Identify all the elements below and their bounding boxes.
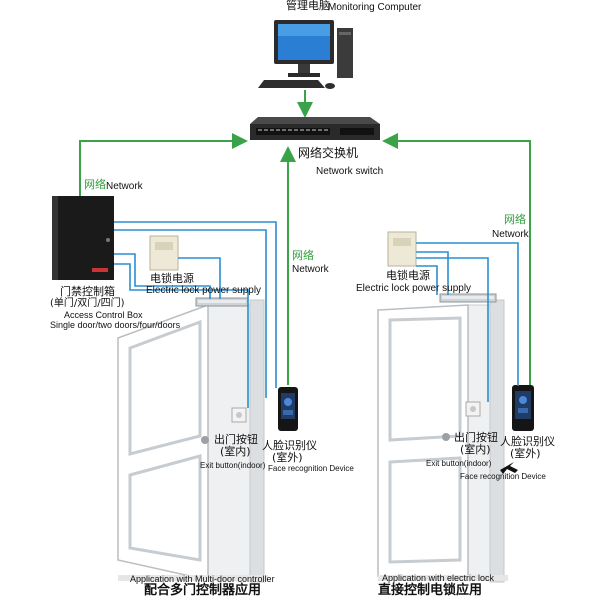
left-face-device-label: 人脸识别仪: [262, 439, 317, 452]
right-exit-button-label-en: Exit button(indoor): [426, 459, 492, 468]
network-label-right-en: Network: [492, 229, 529, 240]
left-power-supply-icon: [149, 235, 179, 271]
network-switch-label-en: Network switch: [316, 166, 384, 177]
right-face-recognition-icon: [512, 385, 534, 431]
right-caption-en: Application with electric lock: [382, 573, 495, 583]
monitoring-computer-icon: [258, 20, 353, 89]
left-exit-button-label: 出门按钮: [214, 433, 258, 446]
monitoring-computer-label: 管理电脑: [286, 0, 330, 12]
right-exit-button-icon: [465, 401, 481, 417]
left-door-frame: [117, 299, 268, 583]
left-exit-button-icon: [231, 407, 247, 423]
right-power-supply-label-en: Electric lock power supply: [356, 283, 472, 294]
right-power-supply-icon: [387, 231, 417, 267]
left-caption-en: Application with Multi-door controller: [130, 574, 275, 584]
left-face-device-label-en: Face recognition Device: [268, 464, 354, 473]
right-exit-button-room-label: (室内): [460, 443, 491, 456]
network-label-right: 网络: [504, 213, 526, 226]
network-label-left-en: Network: [106, 181, 143, 192]
right-face-device-room-label: (室外): [510, 447, 541, 460]
right-door-frame: [377, 299, 508, 583]
access-control-box-doors-label-en: Single door/two doors/four/doors: [50, 320, 181, 330]
network-switch-icon: [250, 117, 380, 140]
left-power-supply-label-en: Electric lock power supply: [146, 285, 262, 296]
access-control-box-label: 门禁控制箱: [60, 285, 115, 298]
left-exit-button-label-en: Exit button(indoor): [200, 461, 266, 470]
monitoring-computer-label-en: Monitoring Computer: [328, 2, 422, 13]
left-power-supply-label: 电锁电源: [150, 272, 194, 285]
right-face-device-label-en: Face recognition Device: [460, 472, 546, 481]
left-magnetic-lock-icon: [195, 297, 249, 307]
left-exit-button-room-label: (室内): [220, 445, 251, 458]
right-magnetic-lock-icon: [439, 293, 497, 303]
right-caption: 直接控制电锁应用: [378, 583, 483, 598]
right-exit-button-label: 出门按钮: [454, 431, 498, 444]
right-power-supply-label: 电锁电源: [386, 269, 430, 282]
network-links: [79, 133, 531, 385]
network-label-middle: 网络: [292, 249, 314, 262]
cursor-arrow-icon: [500, 462, 518, 474]
left-signal-wires: [114, 221, 277, 408]
network-label-left: 网络: [84, 178, 106, 191]
right-signal-wires: [416, 242, 519, 402]
left-caption: 配合多门控制器应用: [144, 583, 262, 598]
access-control-box-icon: [52, 196, 114, 280]
left-face-recognition-icon: [278, 387, 298, 431]
network-label-middle-en: Network: [292, 264, 329, 275]
access-control-box-label-en: Access Control Box: [64, 310, 143, 320]
left-face-device-room-label: (室外): [272, 451, 303, 464]
network-switch-label: 网络交换机: [298, 146, 359, 160]
access-control-box-doors-label: (单门/双门/四门): [50, 298, 125, 309]
right-face-device-label: 人脸识别仪: [500, 435, 555, 448]
